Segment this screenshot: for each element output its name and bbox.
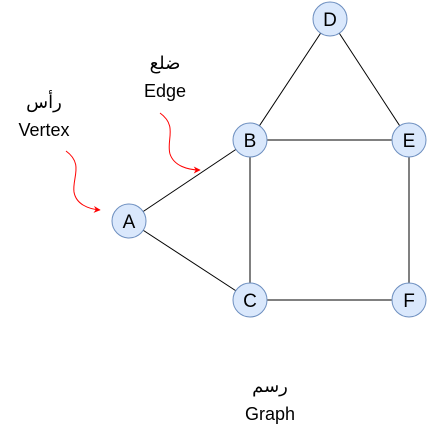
graph-label-arabic: رسم	[252, 376, 288, 397]
edge-label-arabic: ضلع	[150, 53, 181, 74]
node-c: C	[232, 282, 268, 318]
edge-a-c	[128, 220, 251, 301]
node-e-circle	[391, 122, 427, 158]
vertex-label-arabic: رأس	[26, 90, 62, 112]
graph-label-english: Graph	[245, 404, 295, 424]
node-b-circle	[232, 122, 268, 158]
node-d-label: D	[323, 10, 337, 31]
node-d-circle	[312, 1, 348, 37]
edge-b-d	[249, 18, 331, 141]
edge-a-b	[128, 139, 251, 222]
edge-d-e	[329, 18, 410, 141]
vertex-label-english: Vertex	[18, 120, 69, 140]
node-f: F	[391, 282, 427, 318]
edges-layer	[128, 18, 410, 301]
node-a-circle	[111, 203, 147, 239]
edge-label-english: Edge	[144, 81, 186, 101]
node-c-label: C	[243, 291, 257, 312]
node-f-circle	[391, 282, 427, 318]
nodes-layer: A B C D E F	[111, 1, 427, 318]
vertex-pointer-arrow	[65, 150, 101, 213]
edge-pointer-arrow	[159, 112, 201, 174]
node-a-label: A	[123, 212, 136, 233]
node-a: A	[111, 203, 147, 239]
node-e: E	[391, 122, 427, 158]
node-c-circle	[232, 282, 268, 318]
node-b-label: B	[244, 131, 257, 152]
node-d: D	[312, 1, 348, 37]
node-e-label: E	[403, 131, 416, 152]
node-f-label: F	[403, 291, 415, 312]
node-b: B	[232, 122, 268, 158]
